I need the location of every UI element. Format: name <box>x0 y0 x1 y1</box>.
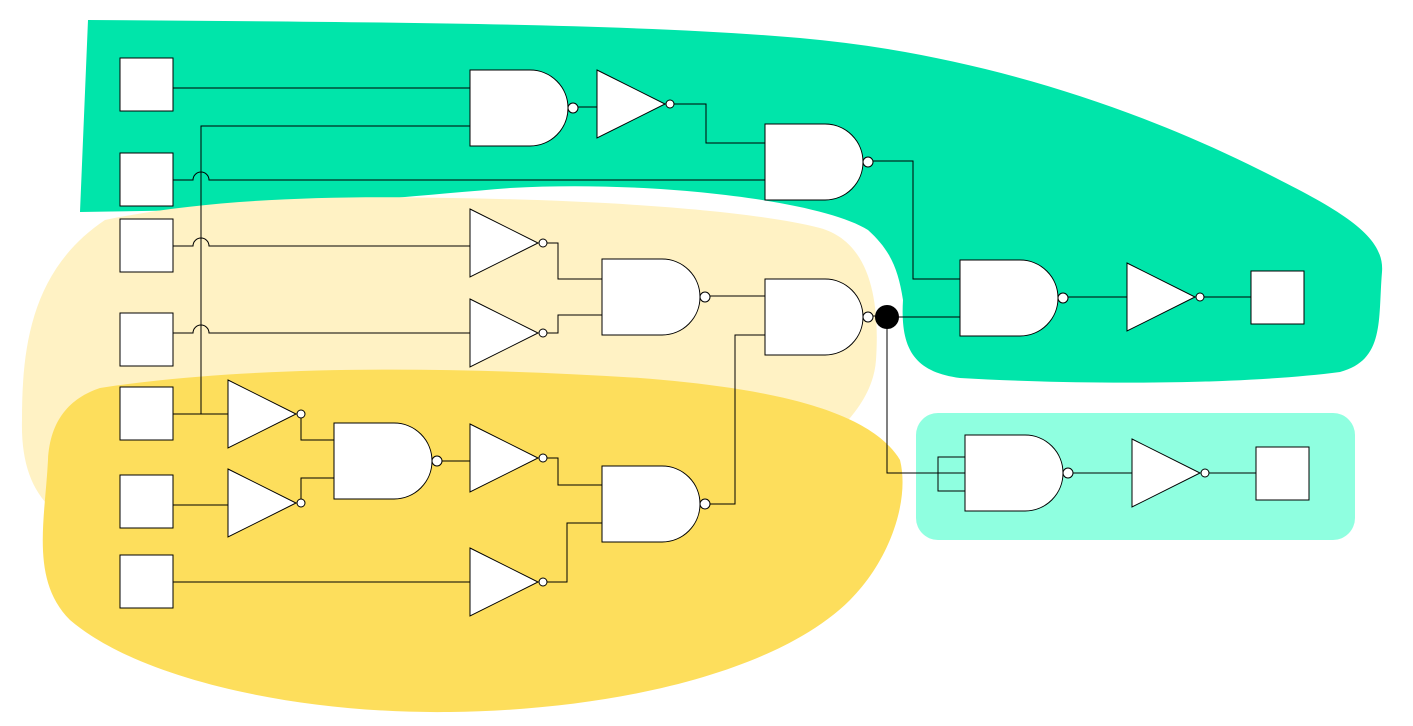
input-pin-2[interactable] <box>119 152 174 207</box>
output-pin-2[interactable] <box>1255 446 1310 501</box>
input-pin-1[interactable] <box>119 57 174 112</box>
input-pin-7[interactable] <box>119 554 174 609</box>
input-pin-4[interactable] <box>119 312 174 367</box>
input-pin-5[interactable] <box>119 386 174 441</box>
input-pin-6[interactable] <box>119 474 174 529</box>
highlight-regions <box>21 20 1383 713</box>
region-dark-yellow <box>42 369 903 713</box>
junction-node <box>875 305 899 329</box>
input-pins <box>119 57 174 609</box>
wires <box>173 87 1256 583</box>
input-pin-3[interactable] <box>119 218 174 273</box>
output-pins <box>1250 270 1310 501</box>
output-pin-1[interactable] <box>1250 270 1305 325</box>
